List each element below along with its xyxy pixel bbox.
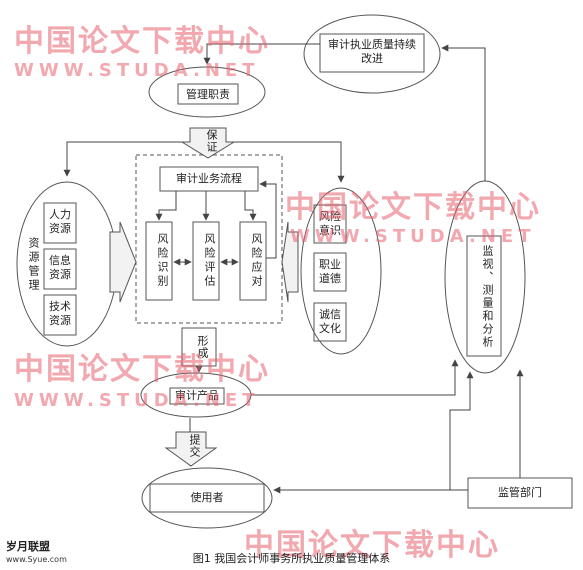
left-block-arrow [109,221,137,303]
process-box [159,166,259,192]
tech-label: 技术资源 [49,300,71,327]
info-label: 信息资源 [49,254,71,281]
arrow-mgmt-to-resources [63,141,190,177]
tech-box [43,294,77,336]
user-label: 使用者 [190,491,224,504]
improve-box [319,33,425,73]
arrow-process-to-respond [244,191,257,221]
mgmt-box [177,83,239,105]
risk-identify-box [145,221,173,301]
risk-respond-label: 风险应对 [250,233,263,289]
resource-mgmt-label: 资源管理 [27,237,40,293]
site-logo: 岁月联盟 [6,540,50,553]
submit-label: 提交 [188,434,201,458]
arrow-user-to-monitor [449,371,474,490]
mgmt-ellipse [148,66,266,118]
process-label: 审计业务流程 [176,172,242,185]
ethics-box [313,252,347,292]
form-label: 形成 [196,335,209,359]
right-block-arrow [281,221,299,303]
guarantee-label: 保证 [205,129,218,153]
integrity-box [313,302,347,342]
risk-awareness-label: 风险意识 [319,210,341,237]
ethics-label: 职业道德 [319,258,341,285]
site-logo-url: www.Syue.com [6,555,67,564]
risk-awareness-box [313,204,347,244]
human-label: 人力资源 [49,208,71,235]
culture-ellipse [300,187,382,355]
arrow-respond-feedback [259,180,277,259]
info-box [43,248,77,290]
guarantee-block-arrow [180,127,236,159]
risk-assess-box [192,221,220,301]
risk-respond-box [239,221,267,301]
improve-ellipse [303,14,441,94]
mgmt-label: 管理职责 [186,88,230,101]
arrow-product-to-monitor [251,359,459,396]
arrow-mgmt-to-culture [226,141,345,183]
user-ellipse [141,467,273,529]
monitor-label: 监视、测量和分析 [481,245,494,349]
risk-assess-label: 风险评估 [203,233,216,289]
integrity-label: 诚信文化 [319,308,341,335]
human-box [43,202,77,244]
submit-block-arrow [164,431,218,467]
arrow-improve-to-mgmt [203,43,320,65]
arrow-monitor-to-improve [441,44,486,181]
user-box [149,483,265,513]
product-box [169,387,225,405]
regulator-label: 监管部门 [498,486,542,499]
arrow-process-to-identify [155,191,177,221]
product-label: 审计产品 [175,389,219,402]
figure-caption: 图1 我国会计师事务所执业质量管理体系 [192,552,391,565]
improve-label: 审计执业质量持续改进 [328,38,416,65]
risk-identify-label: 风险识别 [156,233,169,289]
monitor-box [466,235,502,357]
